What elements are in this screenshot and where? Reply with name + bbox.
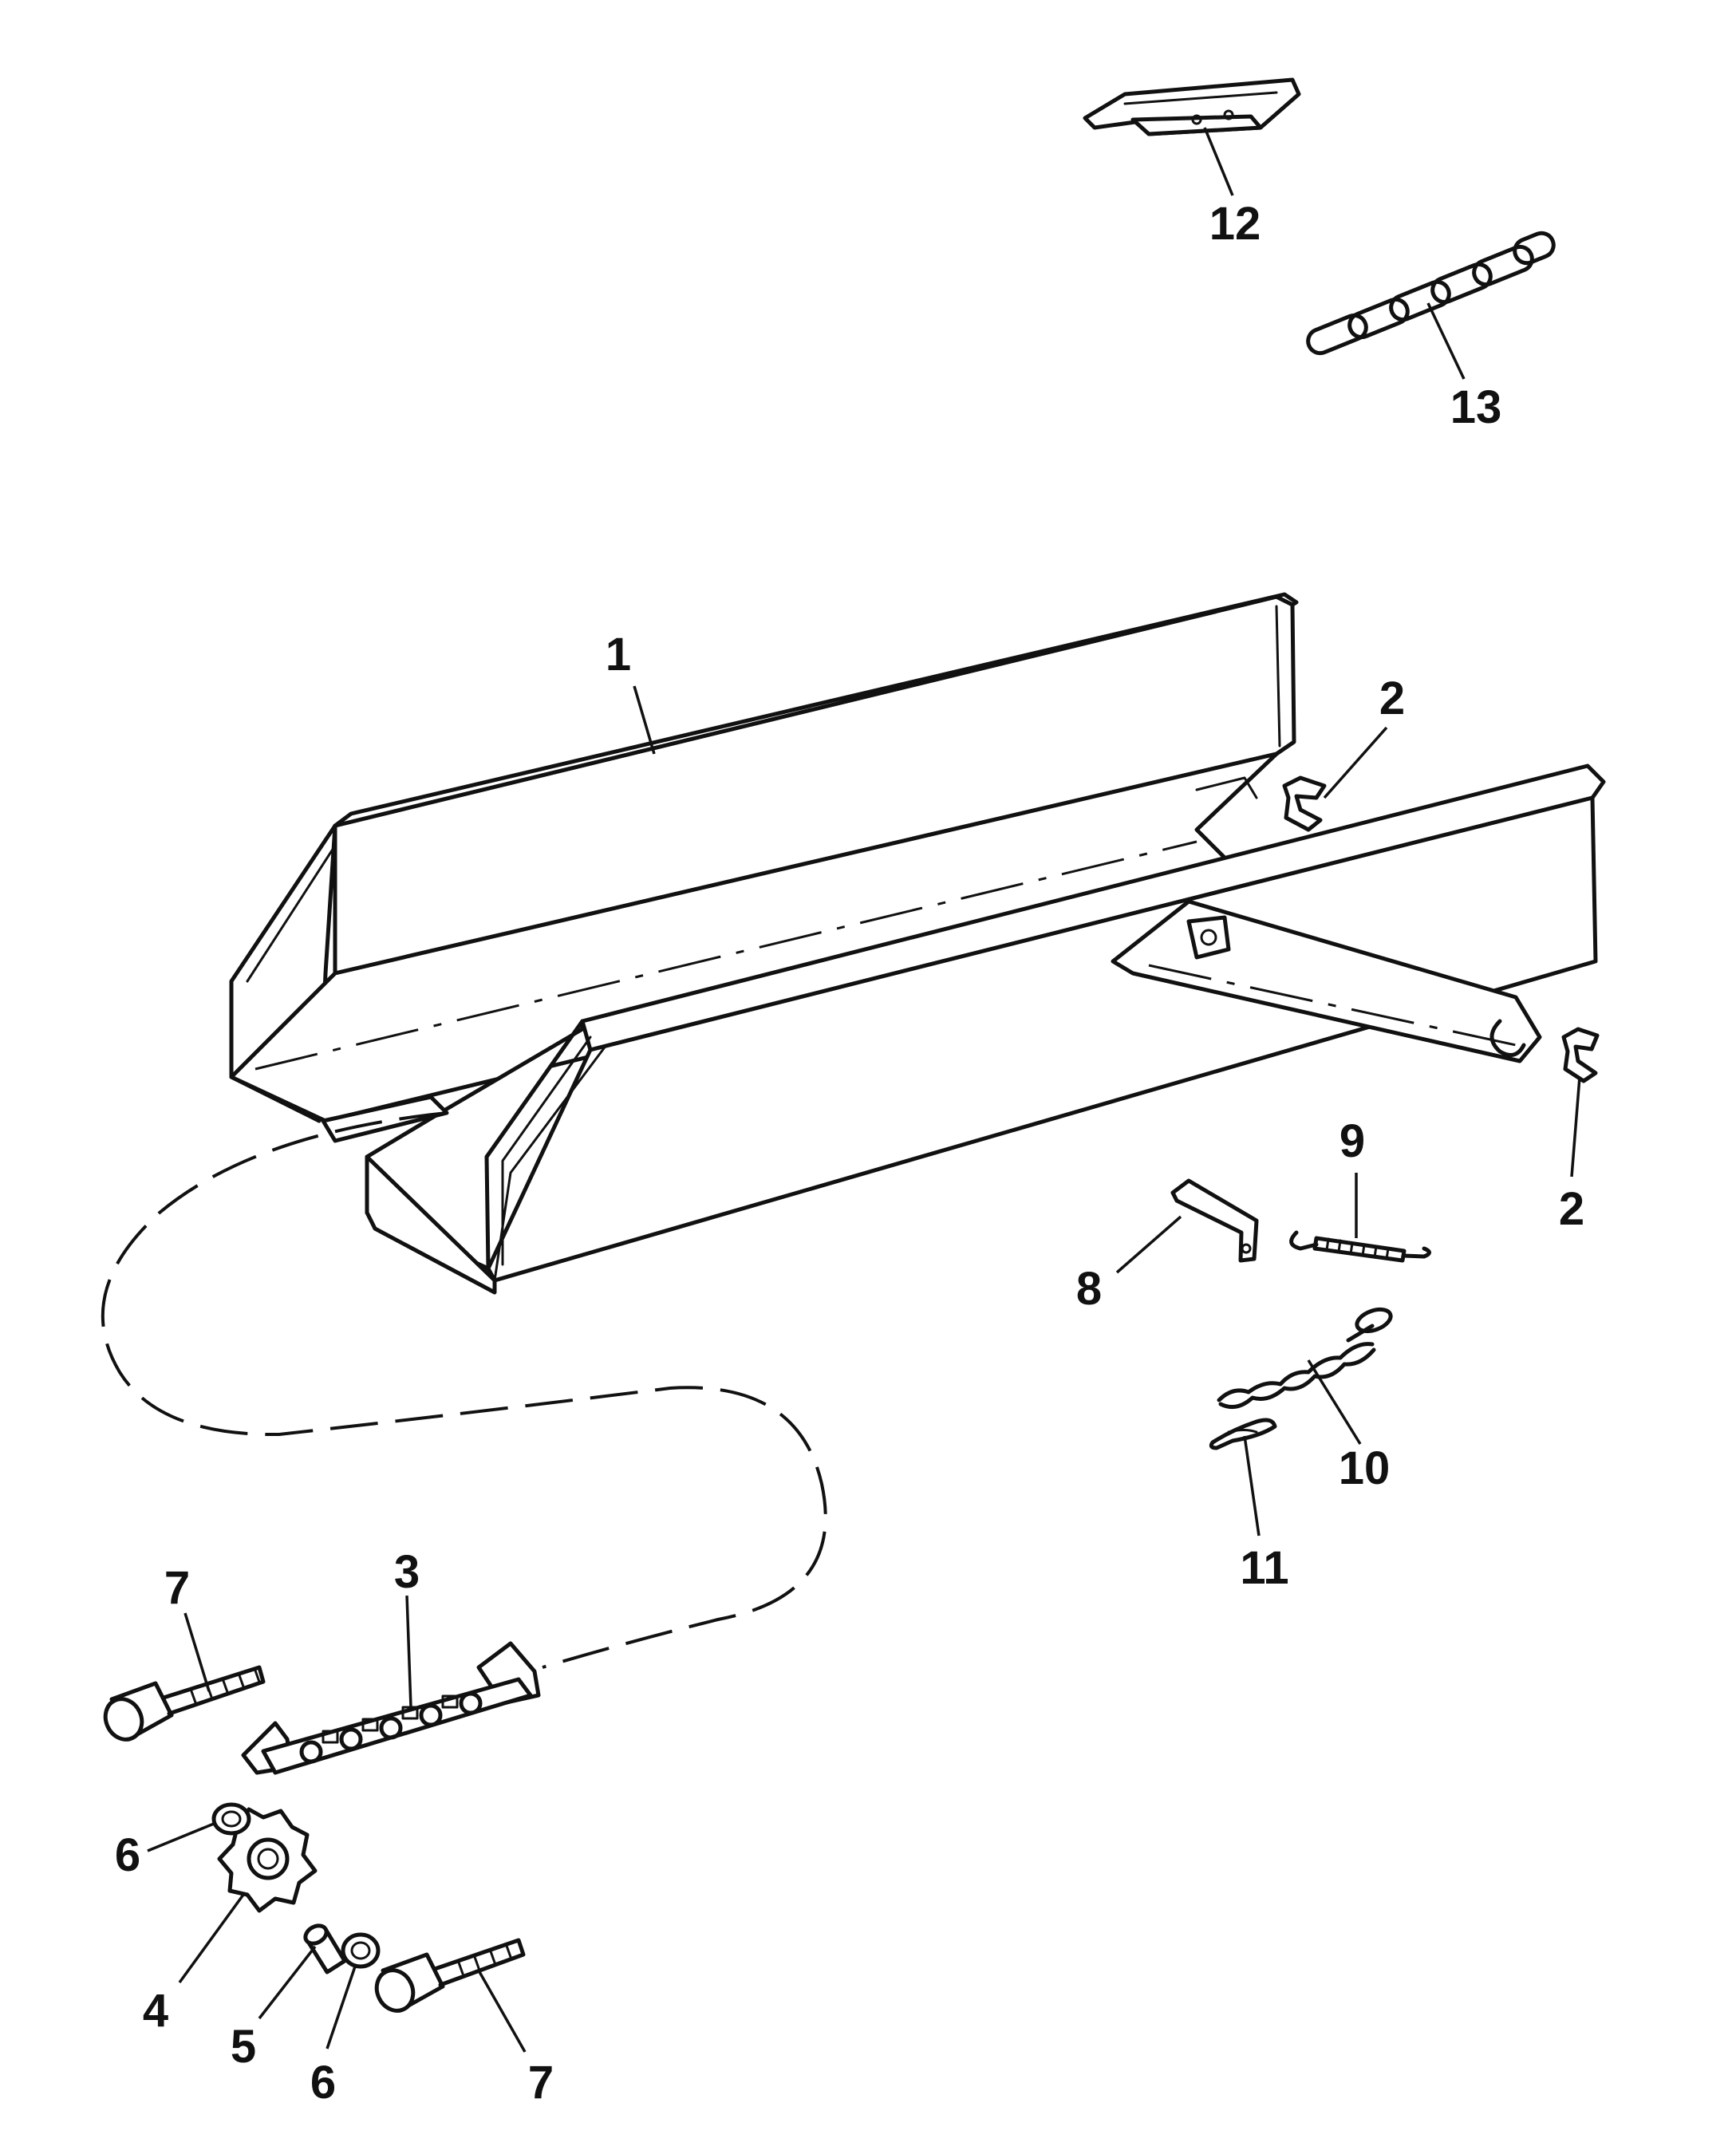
callout-3: 3 (394, 1546, 420, 1598)
part-10-chain-small (1217, 1307, 1393, 1410)
part-6-washer-upper (211, 1802, 251, 1836)
part-3-chain-conveyor (241, 1641, 541, 1775)
chute-brace (1111, 899, 1542, 1063)
part-2-clip-upper (1282, 775, 1327, 832)
part-1-chute (229, 592, 1606, 1295)
part-5-bushing (303, 1923, 347, 1974)
leader-4 (178, 1893, 245, 1984)
callout-7-lower: 7 (528, 2057, 554, 2109)
callout-6-lower: 6 (310, 2057, 336, 2109)
leader-7-upper (183, 1612, 211, 1692)
part-2-clip-lower (1561, 1027, 1600, 1083)
callout-6-upper: 6 (115, 1829, 140, 1881)
callout-11: 11 (1240, 1542, 1288, 1594)
callout-12: 12 (1209, 198, 1261, 250)
leader-10 (1307, 1359, 1362, 1445)
conveyor-chain-path (101, 1111, 827, 1669)
callout-labels: 1 2 2 3 4 5 6 6 7 7 8 9 10 11 12 13 (115, 198, 1584, 2109)
leader-8 (1115, 1215, 1182, 1274)
callout-7-upper: 7 (164, 1562, 190, 1614)
leader-2-upper (1323, 726, 1388, 799)
callout-5: 5 (231, 2021, 256, 2073)
part-7-bolt-lower (374, 1938, 526, 2013)
leader-6-lower (326, 1966, 357, 2049)
leader-6-upper (147, 1822, 215, 1852)
part-11-pin-clip (1209, 1418, 1277, 1450)
leader-12 (1203, 127, 1234, 196)
callout-2-lower: 2 (1559, 1183, 1584, 1235)
part-9-spring (1289, 1230, 1431, 1263)
part-12-plate (1083, 77, 1301, 136)
callout-4: 4 (143, 1985, 168, 2037)
callout-2-upper: 2 (1379, 673, 1405, 724)
callout-13: 13 (1450, 381, 1502, 433)
part-13-chain-link (1306, 231, 1556, 356)
callout-8: 8 (1076, 1263, 1102, 1315)
part-4-sprocket (217, 1807, 318, 1913)
part-6-washer-lower (341, 1932, 381, 1969)
leader-1 (633, 685, 656, 755)
leader-7-lower (477, 1970, 527, 2053)
part-7-bolt-upper (103, 1665, 266, 1742)
callout-1: 1 (606, 629, 631, 681)
callout-10: 10 (1339, 1442, 1391, 1494)
leader-5 (258, 1945, 317, 2020)
leader-2-lower (1570, 1076, 1581, 1178)
leader-3 (405, 1595, 412, 1708)
leader-11 (1243, 1435, 1261, 1537)
callout-9: 9 (1339, 1115, 1365, 1167)
leader-13 (1426, 302, 1466, 380)
part-8-bracket (1170, 1178, 1259, 1263)
